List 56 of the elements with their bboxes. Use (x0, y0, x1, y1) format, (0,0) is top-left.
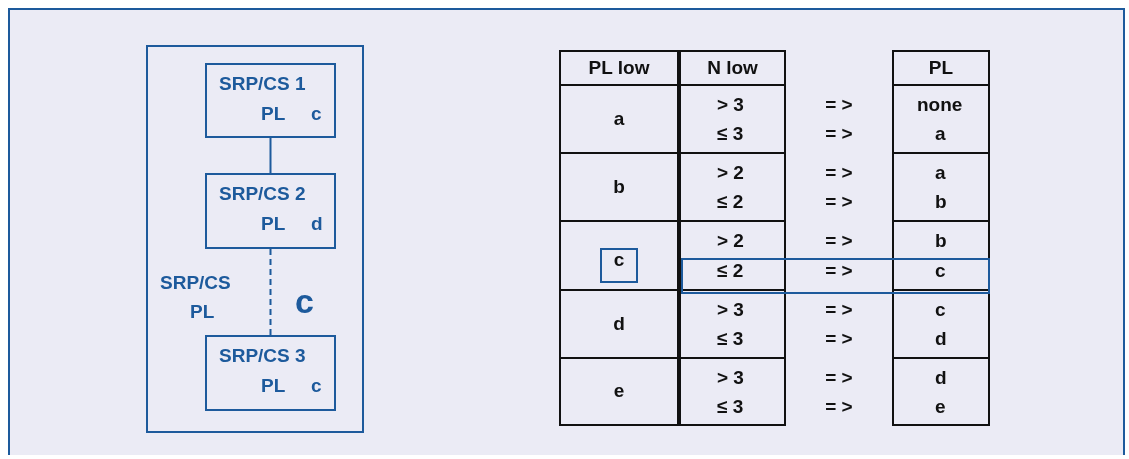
process-box (205, 173, 336, 249)
table-cell-text: b (935, 229, 947, 254)
implies-sign: = > (824, 229, 854, 254)
pl-label: PL (261, 103, 286, 125)
table-cell: e (613, 380, 625, 403)
box-title: SRP/CS 2 (219, 183, 306, 205)
table-cell-text: ≤ 3 (717, 394, 744, 419)
category-letter: c (295, 282, 314, 321)
table-cell-text: > 2 (717, 161, 744, 186)
table-cell: b (613, 176, 625, 199)
implies-sign: = > (824, 258, 854, 283)
table-cell-text: c (935, 297, 946, 322)
implies-sign: = > (824, 297, 854, 322)
implies-sign: = > (824, 93, 854, 118)
process-box (205, 63, 336, 138)
box-title: SRP/CS 1 (219, 73, 306, 95)
group-box (146, 45, 364, 433)
pl-value: c (311, 375, 322, 397)
table-cell-text: e (935, 394, 946, 419)
table-cell-text: d (935, 365, 947, 390)
implies-sign: = > (824, 122, 854, 147)
column-header: N low (707, 57, 758, 79)
table-cell-text: ≤ 3 (717, 122, 744, 147)
implies-sign: = > (824, 394, 854, 419)
implies-sign: = > (824, 326, 854, 351)
table-cell: d (613, 312, 625, 335)
connector-line (269, 137, 272, 174)
column-header: PL (928, 57, 954, 79)
table-cell-text: none (917, 93, 963, 118)
table-cell-text: > 3 (717, 297, 744, 322)
table-cell-text: > 3 (717, 365, 744, 390)
table-cell-text: > 3 (717, 93, 744, 118)
side-label: PL (190, 301, 215, 323)
implies-sign: = > (824, 190, 854, 215)
table-cell-text: ≤ 2 (717, 258, 744, 283)
implies-sign: = > (824, 365, 854, 390)
pl-value: d (311, 213, 323, 235)
table-cell-text: > 2 (717, 229, 744, 254)
table-cell-text: d (935, 326, 947, 351)
process-box (205, 335, 336, 411)
box-title: SRP/CS 3 (219, 345, 306, 367)
pl-value: c (311, 103, 322, 125)
table-cell-text: b (935, 190, 947, 215)
table-cell: c (613, 249, 625, 272)
table-cell-text: ≤ 2 (717, 190, 744, 215)
side-label: SRP/CS (160, 272, 231, 294)
pl-label: PL (261, 213, 286, 235)
dashed-connector (269, 248, 272, 336)
table-cell-text: ≤ 3 (717, 326, 744, 351)
table-cell-text: c (935, 258, 946, 283)
table-cell-text: a (935, 161, 946, 186)
pl-label: PL (261, 375, 286, 397)
column-header: PL low (588, 57, 650, 79)
table-cell: a (613, 108, 625, 131)
table-cell-text: a (935, 122, 946, 147)
implies-sign: = > (824, 161, 854, 186)
